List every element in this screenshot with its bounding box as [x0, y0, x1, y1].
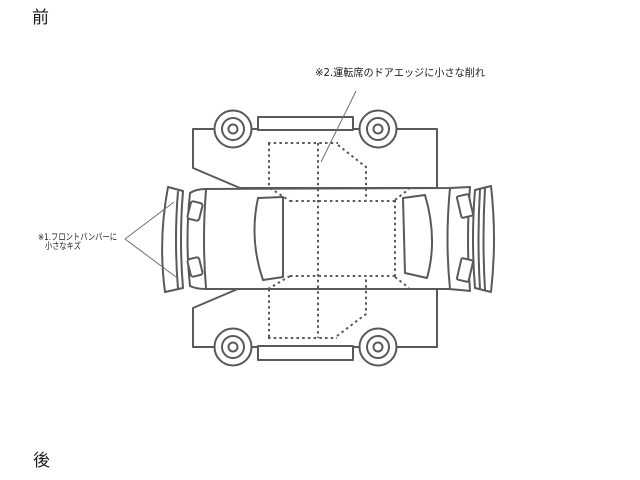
headlight-right — [186, 200, 204, 222]
note2-text: ※2.運転席のドアエッジに小さな削れ — [315, 66, 485, 79]
note1-leader-lower — [124, 238, 177, 278]
front-bumper-panel — [161, 186, 184, 293]
taillight-left — [455, 257, 475, 283]
a-pillar-right-line — [269, 187, 291, 202]
rear-bumper-inner-line-1 — [477, 188, 481, 290]
right-rocker-panel — [257, 116, 354, 131]
left-rear-door-line — [336, 277, 367, 337]
note1-leader-upper — [124, 201, 175, 240]
note1-text-line2: 小さなキズ — [45, 240, 81, 252]
rear-face-edge — [446, 187, 451, 290]
front-right-wheel — [213, 109, 253, 149]
front-left-wheel — [213, 327, 253, 367]
front-label: 前 — [32, 8, 49, 28]
rear-left-wheel — [358, 327, 398, 367]
rear-window — [402, 194, 433, 279]
rear-right-wheel — [358, 109, 398, 149]
front-bumper-inner-line — [175, 190, 179, 290]
windshield — [253, 196, 284, 281]
front-face-edge — [203, 189, 207, 289]
bumpers — [161, 185, 495, 293]
leader-lines — [124, 90, 357, 278]
door-unfold-dashed-lines — [267, 142, 410, 339]
car-top-view — [186, 186, 475, 292]
right-rear-door-line — [337, 144, 367, 200]
taillight-right — [455, 193, 475, 219]
rear-bumper-inner-line-2 — [482, 187, 486, 291]
wheels — [213, 109, 398, 367]
headlight-left — [186, 256, 204, 278]
note1-text-line1: ※1.フロントバンパーに — [38, 232, 117, 243]
note2-leader — [320, 90, 357, 163]
rear-label: 後 — [33, 451, 50, 471]
a-pillar-left-line — [267, 275, 291, 290]
left-rocker-panel — [257, 345, 354, 361]
